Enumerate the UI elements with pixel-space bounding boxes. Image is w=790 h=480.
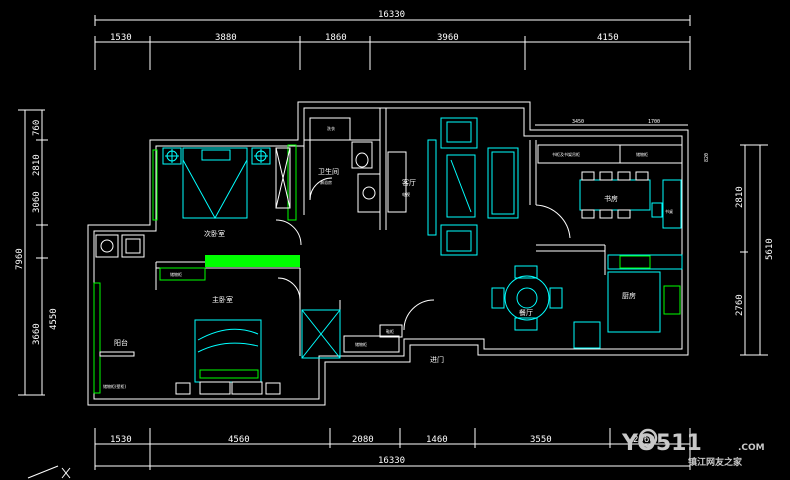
bed-headboard	[201, 149, 231, 161]
bottom-total-dim: 16330	[378, 456, 405, 466]
watermark-brand: YO511	[621, 431, 702, 456]
toilet	[351, 141, 373, 169]
tv-label: 电视	[402, 191, 410, 197]
desk-label: 书桌	[665, 208, 673, 214]
master-bedroom: 储物柜 主卧室 储物柜	[159, 267, 400, 395]
left-dim-3: 3060	[32, 191, 42, 213]
nightstand-right	[251, 147, 271, 165]
study-storage-label: 储物柜	[636, 151, 648, 157]
right-dim-2: 2760	[735, 294, 745, 316]
top-dimensions: 16330 1530 3880 1860 3960 4150 3450 1700	[94, 10, 691, 126]
sink	[121, 234, 145, 258]
bottom-dim-2: 4560	[228, 435, 250, 445]
bed-cover	[182, 159, 248, 220]
balcony-rail	[93, 282, 101, 394]
left-dim-2: 2810	[32, 154, 42, 176]
wardrobe-2	[301, 309, 341, 359]
wardrobe-1	[159, 267, 206, 281]
toilet-bath-label: 淋浴房	[320, 179, 332, 185]
wardrobe-1-label: 储物柜	[170, 271, 182, 277]
ucs-axis-icon	[27, 465, 71, 479]
bottom-dim-1: 1530	[110, 435, 132, 445]
living-room-label: 客厅	[402, 178, 416, 187]
left-dimensions: 7960 760 2810 3060 4550 3660	[15, 109, 59, 396]
wardrobe-unit	[275, 147, 291, 209]
entrance-label: 进门	[430, 355, 444, 364]
wardrobe-2-label: 储物柜	[355, 341, 367, 347]
bottom-dim-5: 3550	[530, 435, 552, 445]
study: 书柜及书架吊柜 储物柜 书房 书桌	[535, 144, 683, 239]
nightstand-right	[265, 382, 281, 395]
bathroom: 洗衣 卫生间 淋浴房	[309, 117, 381, 213]
bottom-dim-3: 2080	[352, 435, 374, 445]
second-bedroom: 次卧室	[152, 144, 302, 267]
washer	[95, 234, 119, 258]
entrance: 进门 鞋柜	[379, 299, 444, 364]
right-outer-dim: 5610	[765, 238, 775, 260]
top-total-dim: 16330	[378, 10, 405, 20]
balcony-label: 阳台	[114, 338, 128, 347]
bottom-dimensions: 1530 4560 2080 1460 3550 2060 16330	[94, 428, 691, 470]
laundry-label: 洗衣	[327, 125, 335, 131]
balcony: 阳台 储物柜(壁柜)	[93, 234, 145, 394]
second-bedroom-label: 次卧室	[204, 229, 225, 238]
nightstand-left	[162, 147, 182, 165]
double-bed	[182, 147, 248, 219]
logo-ring-icon	[638, 428, 658, 448]
right-small-dim: 820	[704, 153, 710, 162]
left-dim-5: 3660	[32, 323, 42, 345]
top-small-dim-2: 1700	[648, 119, 660, 125]
armchair-bottom	[440, 224, 478, 256]
kitchen: 厨房	[607, 254, 683, 333]
top-dim-3: 1860	[325, 33, 347, 43]
watermark-domain: .COM	[738, 443, 765, 453]
door-swing	[403, 299, 435, 331]
top-dim-2: 3880	[215, 33, 237, 43]
door-swing	[535, 204, 571, 239]
study-label: 书房	[604, 194, 618, 203]
sink	[663, 285, 681, 315]
left-outer-dim: 7960	[15, 248, 25, 270]
desk	[579, 179, 651, 211]
bathtub	[309, 117, 351, 141]
bed-cover-lines	[197, 328, 259, 353]
shoe-cabinet-label: 鞋柜	[386, 328, 394, 334]
stove	[619, 255, 651, 269]
door-swing	[275, 219, 302, 246]
exterior-walls	[87, 101, 689, 406]
top-dim-5: 4150	[597, 33, 619, 43]
bottom-dim-6: 2060	[633, 435, 655, 445]
top-dim-1: 1530	[110, 33, 132, 43]
living-room: 客厅 电视	[387, 117, 519, 256]
dining-label: 餐厅	[519, 308, 533, 317]
left-dim-1: 760	[32, 120, 42, 136]
bathroom-label: 卫生间	[318, 167, 339, 176]
master-bedroom-label: 主卧室	[212, 295, 233, 304]
nightstand-left	[175, 382, 191, 395]
shower	[357, 173, 381, 213]
dining-table	[504, 275, 550, 321]
bottom-dim-4: 1460	[426, 435, 448, 445]
door-swing	[309, 177, 333, 201]
right-dimensions: 5610 2810 2760 820	[704, 144, 775, 356]
watermark-tagline: 镇江网友之家	[688, 456, 743, 468]
door-swing	[277, 277, 301, 301]
coffee-table	[446, 154, 476, 218]
left-dim-4: 4550	[49, 308, 59, 330]
kitchen-label: 厨房	[622, 291, 636, 300]
balcony-storage-label: 储物柜(壁柜)	[103, 383, 127, 389]
top-dim-4: 3960	[437, 33, 459, 43]
dining: 餐厅	[491, 265, 601, 349]
top-small-dim-1: 3450	[572, 119, 584, 125]
watermark-logo: YO511 .COM 镇江网友之家	[621, 428, 765, 468]
armchair-top	[440, 117, 478, 149]
wall-opening	[205, 255, 300, 267]
bookshelf-label: 书柜及书架吊柜	[552, 151, 580, 157]
right-dim-1: 2810	[735, 186, 745, 208]
sofa	[487, 147, 519, 219]
